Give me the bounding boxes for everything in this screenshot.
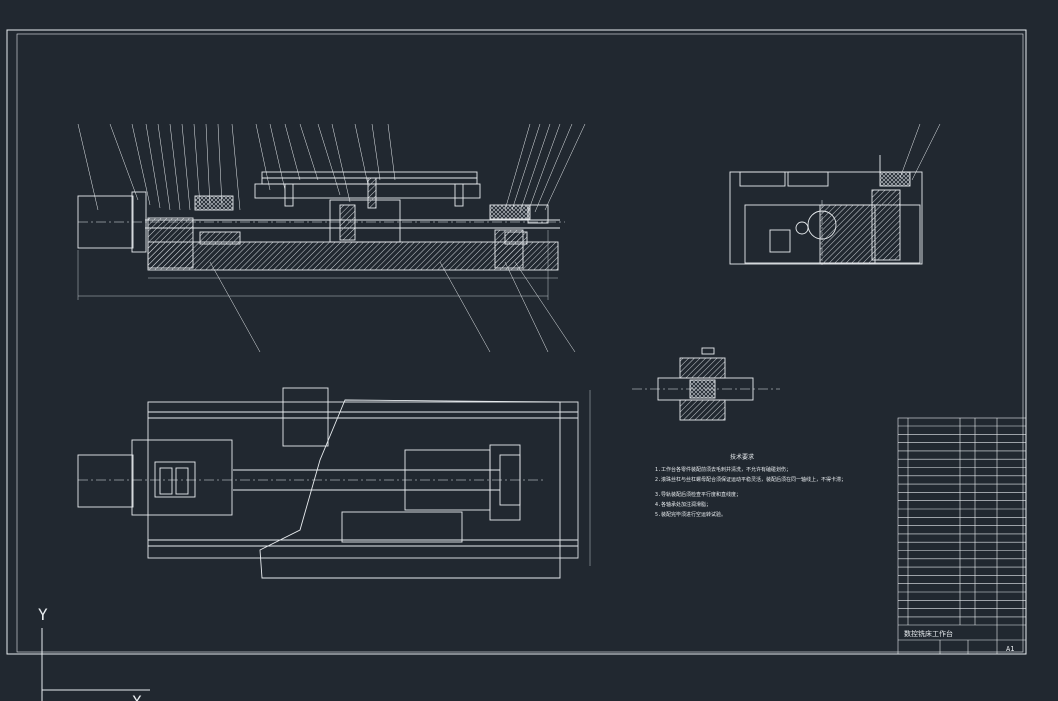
technical-notes: 技术要求 1.工作台各零件装配前须去毛刺并清洗，不允许有磕碰划伤； 2.滚珠丝杠…	[655, 453, 846, 518]
part-leaders-top	[77, 123, 586, 353]
drawing-frame	[6, 29, 1027, 655]
notes-line-4: 4.各轴承处加注润滑脂；	[655, 501, 711, 508]
ucs-axis-icon	[41, 628, 150, 701]
title-block-name: 数控铣床工作台	[904, 629, 953, 638]
notes-title: 技术要求	[730, 453, 754, 461]
side-section-view[interactable]	[729, 123, 941, 265]
ucs-x-label: X	[132, 692, 142, 701]
title-block-sheet: A1	[1006, 645, 1014, 653]
detail-view[interactable]	[632, 347, 780, 421]
notes-line-5: 5.装配完毕须进行空运转试验。	[655, 511, 726, 518]
parts-list-table[interactable]	[897, 417, 1027, 655]
front-section-view[interactable]	[77, 171, 565, 300]
notes-line-1: 1.工作台各零件装配前须去毛刺并清洗，不允许有磕碰划伤；	[655, 466, 791, 473]
top-plan-view[interactable]	[77, 387, 591, 579]
ucs-y-label: Y	[38, 605, 48, 624]
notes-line-2: 2.滚珠丝杠与丝杠螺母配合须保证运动平稳灵活，装配后须在同一轴线上，不得卡滞；	[655, 476, 846, 483]
notes-line-3: 3.导轨装配后须检查平行度和直线度；	[655, 491, 741, 498]
